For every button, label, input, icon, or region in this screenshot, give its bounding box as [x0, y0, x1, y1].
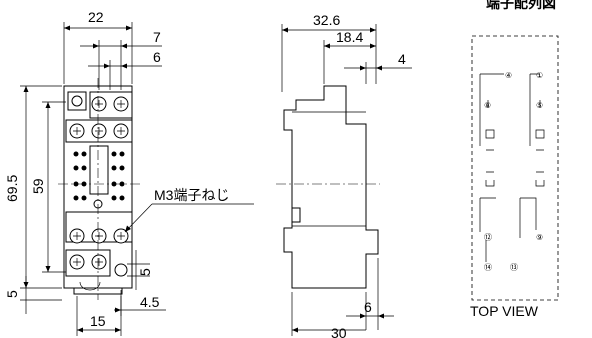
dim-offset: 4.5: [140, 294, 160, 310]
dim-base-depth: 30: [331, 325, 347, 338]
front-view: [58, 78, 140, 300]
terminal-diagram: 端子配列図 ④ ① ⑧ ⑤ ⑫ ⑨ ⑭ ⑬ TOP VIEW: [470, 0, 559, 319]
pin-13: ⑬: [510, 263, 518, 272]
dim-height: 69.5: [4, 175, 20, 202]
dim-pitch-b: 6: [153, 49, 161, 65]
pin-5: ⑤: [536, 101, 543, 110]
pin-8: ⑧: [484, 101, 491, 110]
pin-14: ⑭: [484, 263, 492, 272]
dim-base: 15: [90, 313, 106, 329]
pin-1: ①: [536, 71, 543, 80]
dim-inner-height: 59: [30, 178, 46, 194]
diagram-caption: TOP VIEW: [470, 303, 539, 319]
side-view: [276, 85, 380, 289]
dim-hole: 5: [137, 268, 153, 276]
pin-12: ⑫: [484, 233, 492, 242]
dim-bottom: 5: [4, 290, 20, 298]
pin-9: ⑨: [536, 233, 543, 242]
side-dimensions: 32.6 18.4 4 6 30: [281, 12, 412, 338]
dim-rail: 6: [364, 299, 372, 315]
dim-lip: 4: [398, 51, 406, 67]
diagram-title: 端子配列図: [486, 0, 556, 11]
pin-4: ④: [505, 71, 512, 80]
dim-pitch-a: 7: [153, 29, 161, 45]
dim-step: 18.4: [336, 29, 363, 45]
screw-callout: M3端子ねじ: [154, 187, 229, 203]
front-dimensions: 22 7 6 69.5 59 5 5 4.5: [4, 9, 254, 336]
dim-width: 22: [88, 9, 104, 25]
dim-depth: 32.6: [313, 12, 340, 28]
